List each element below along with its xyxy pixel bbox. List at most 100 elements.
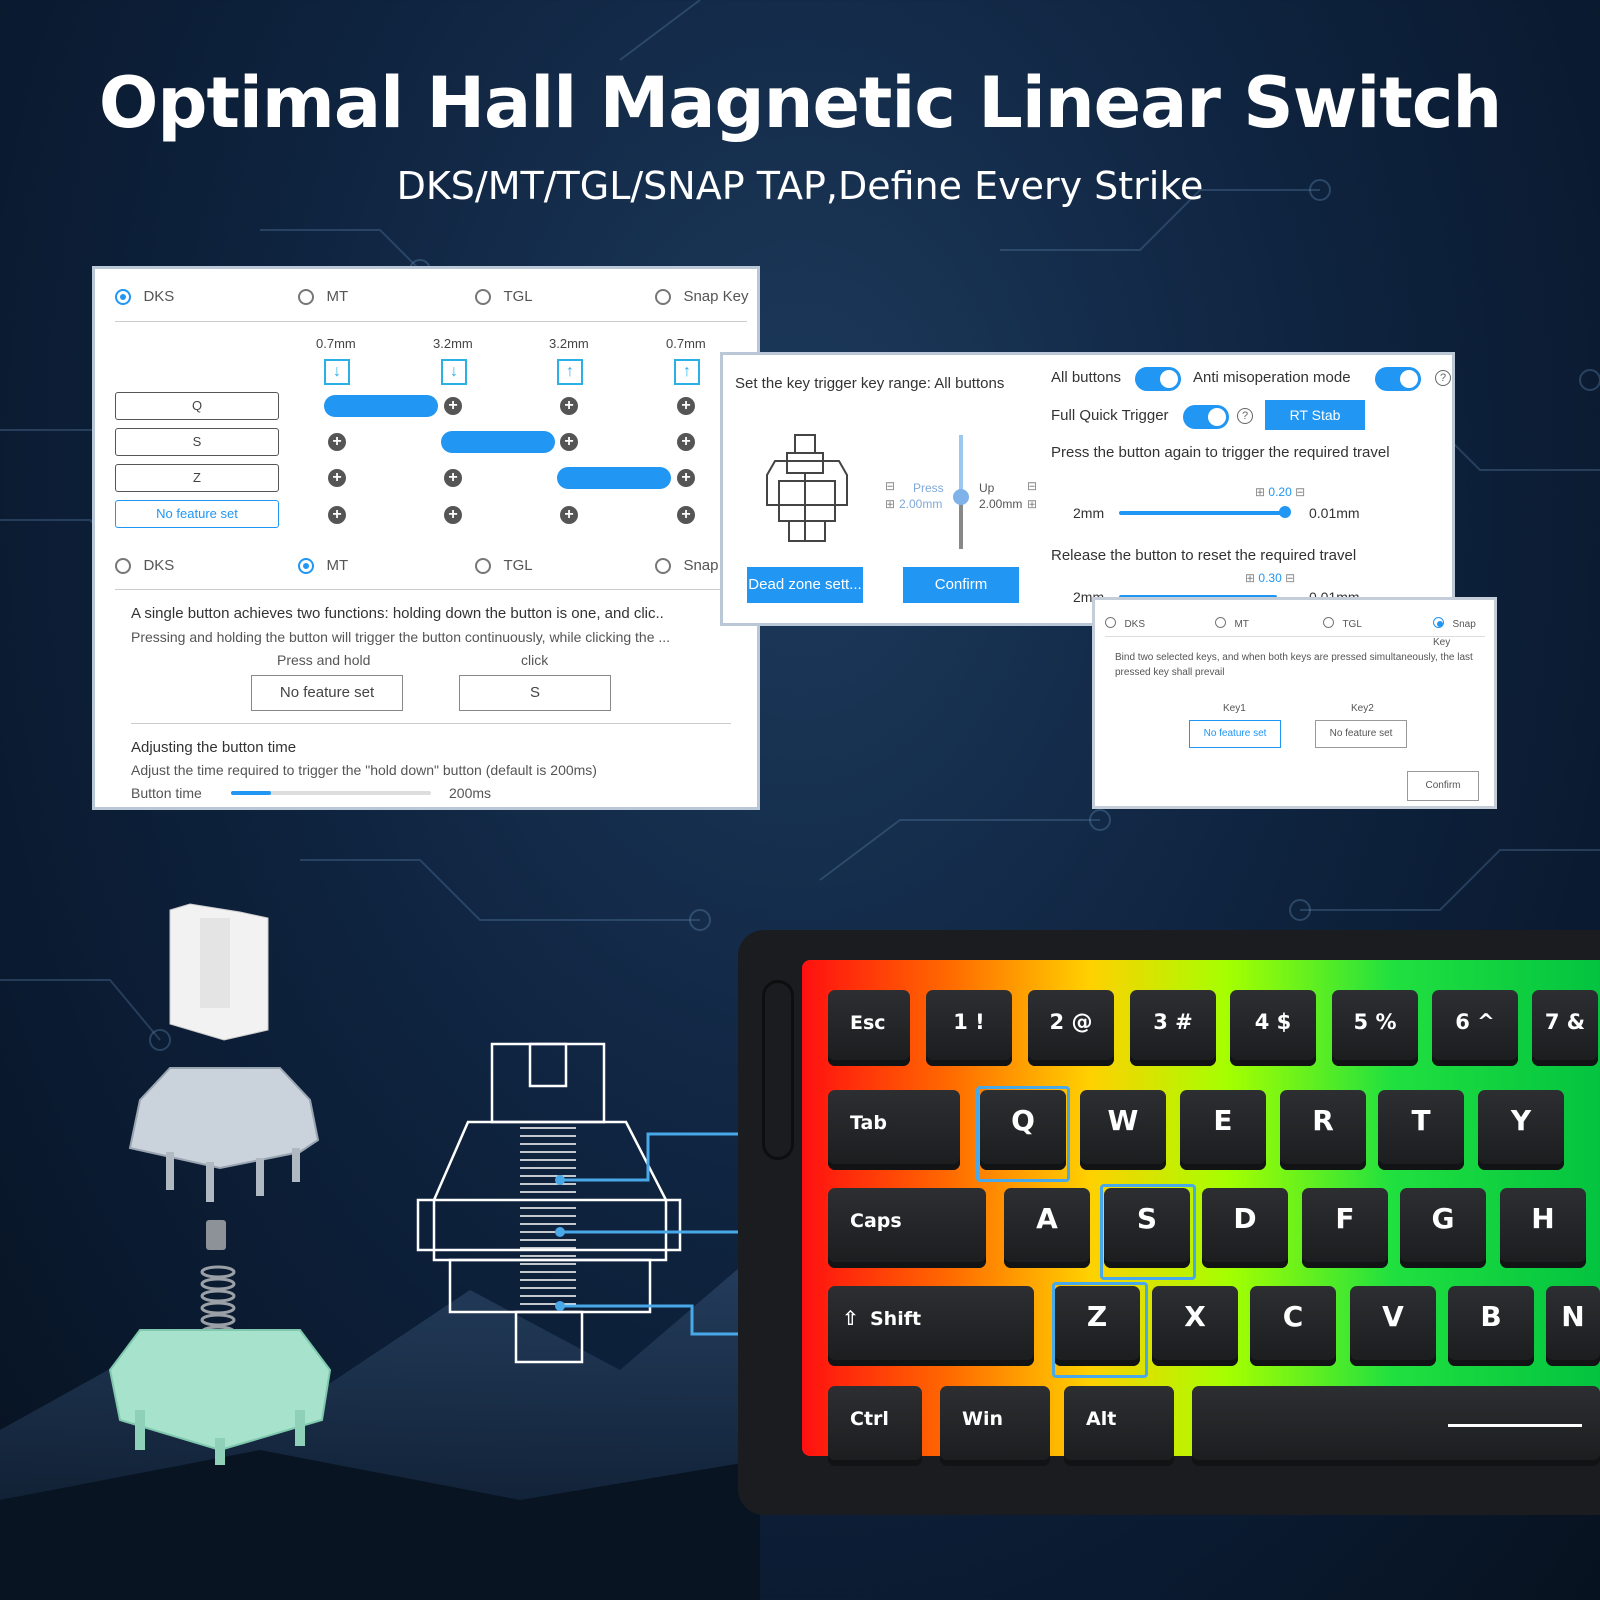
mode-radio-mt[interactable]: MT: [298, 288, 348, 306]
dead-zone-button[interactable]: Dead zone sett...: [747, 567, 863, 603]
release-text: Release the button to reset the required…: [1051, 547, 1357, 564]
key-c[interactable]: C: [1250, 1286, 1336, 1366]
key-tab[interactable]: Tab: [828, 1090, 960, 1170]
plus-icon[interactable]: +: [677, 397, 695, 415]
plus-icon[interactable]: +: [328, 506, 346, 524]
plus-icon[interactable]: +: [560, 433, 578, 451]
press-hold-key-field[interactable]: No feature set: [251, 675, 403, 711]
key-a[interactable]: A: [1004, 1188, 1090, 1268]
anti-misoperation-toggle[interactable]: [1375, 367, 1421, 391]
travel-slider-handle[interactable]: [953, 489, 969, 505]
plus-icon[interactable]: +: [444, 397, 462, 415]
key-w[interactable]: W: [1080, 1090, 1166, 1170]
mode-radio-snap[interactable]: Snap: [655, 557, 719, 575]
dks-key-z[interactable]: Z: [115, 464, 279, 492]
radio-off-icon: [655, 288, 671, 305]
key-s[interactable]: S: [1104, 1188, 1190, 1268]
key-h[interactable]: H: [1500, 1188, 1586, 1268]
key-4[interactable]: 4 $: [1230, 990, 1316, 1066]
mode-radio-mt[interactable]: MT: [298, 557, 348, 575]
dks-range-bar[interactable]: [324, 395, 438, 417]
key-z[interactable]: Z: [1054, 1286, 1140, 1366]
confirm-button[interactable]: Confirm: [1407, 771, 1479, 801]
help-icon[interactable]: ?: [1237, 408, 1253, 424]
dks-range-bar[interactable]: [441, 431, 555, 453]
mode-radio-dks[interactable]: DKS: [115, 288, 174, 306]
key-d[interactable]: D: [1202, 1188, 1288, 1268]
key-y[interactable]: Y: [1478, 1090, 1564, 1170]
click-key-field[interactable]: S: [459, 675, 611, 711]
mode-radio-mt[interactable]: MT: [1215, 614, 1249, 632]
plus-icon[interactable]: +: [328, 433, 346, 451]
key1-field[interactable]: No feature set: [1189, 720, 1281, 748]
key-3[interactable]: 3 #: [1130, 990, 1216, 1066]
button-time-slider[interactable]: [231, 791, 431, 795]
dks-key-empty[interactable]: No feature set: [115, 500, 279, 528]
key-t[interactable]: T: [1378, 1090, 1464, 1170]
key-6[interactable]: 6 ^: [1432, 990, 1518, 1066]
key-esc[interactable]: Esc: [828, 990, 910, 1066]
plus-icon[interactable]: +: [328, 469, 346, 487]
key1-label: Key1: [1223, 703, 1246, 714]
slider-min-label: 2mm: [1073, 505, 1105, 521]
key-x[interactable]: X: [1152, 1286, 1238, 1366]
key-v[interactable]: V: [1350, 1286, 1436, 1366]
key-b[interactable]: B: [1448, 1286, 1534, 1366]
plus-icon[interactable]: +: [444, 469, 462, 487]
key-1[interactable]: 1 !: [926, 990, 1012, 1066]
highlight-key-s: [1100, 1184, 1196, 1280]
key-f[interactable]: F: [1302, 1188, 1388, 1268]
key-5[interactable]: 5 %: [1332, 990, 1418, 1066]
key-e[interactable]: E: [1180, 1090, 1266, 1170]
help-icon[interactable]: ?: [1435, 370, 1451, 386]
key-shift[interactable]: Shift⇧: [828, 1286, 1034, 1366]
rt-stab-button[interactable]: RT Stab: [1265, 400, 1365, 430]
mode-radio-tgl[interactable]: TGL: [475, 557, 533, 575]
full-quick-trigger-toggle[interactable]: [1183, 405, 1229, 429]
minus-icon[interactable]: ⊟: [885, 479, 896, 493]
up-value: 2.00mm: [979, 497, 1023, 511]
dks-key-q[interactable]: Q: [115, 392, 279, 420]
slider-handle[interactable]: [1279, 506, 1291, 518]
dks-key-s[interactable]: S: [115, 428, 279, 456]
minus-icon[interactable]: ⊟: [1295, 485, 1306, 499]
plus-icon[interactable]: +: [677, 433, 695, 451]
mode-radio-dks[interactable]: DKS: [115, 557, 174, 575]
key-caps[interactable]: Caps: [828, 1188, 986, 1268]
plus-icon[interactable]: ⊞: [1027, 497, 1038, 511]
mode-radio-snap-key[interactable]: Snap Key: [1433, 617, 1476, 648]
plus-icon[interactable]: ⊞: [1255, 485, 1266, 499]
plus-icon[interactable]: +: [677, 506, 695, 524]
slider-fill: [231, 791, 271, 795]
confirm-button[interactable]: Confirm: [903, 567, 1019, 603]
plus-icon[interactable]: +: [444, 506, 462, 524]
key-q[interactable]: Q: [980, 1090, 1066, 1170]
depth-label: 0.7mm: [666, 336, 706, 351]
key-7[interactable]: 7 &: [1532, 990, 1598, 1066]
plus-icon[interactable]: ⊞: [885, 497, 896, 511]
key-n[interactable]: N: [1546, 1286, 1600, 1366]
mode-radio-dks[interactable]: DKS: [1105, 614, 1145, 632]
mode-radio-tgl[interactable]: TGL: [1323, 614, 1362, 632]
minus-icon[interactable]: ⊟: [1027, 479, 1038, 493]
key-2[interactable]: 2 @: [1028, 990, 1114, 1066]
key-g[interactable]: G: [1400, 1188, 1486, 1268]
mode-radio-tgl[interactable]: TGL: [475, 288, 533, 306]
plus-icon[interactable]: ⊞: [1245, 571, 1256, 585]
divider: [115, 589, 747, 590]
key-win[interactable]: Win: [940, 1386, 1050, 1466]
key2-field[interactable]: No feature set: [1315, 720, 1407, 748]
all-buttons-toggle[interactable]: [1135, 367, 1181, 391]
plus-icon[interactable]: +: [677, 469, 695, 487]
slider-max-label: 0.01mm: [1309, 505, 1360, 521]
radio-off-icon: [475, 288, 491, 305]
minus-icon[interactable]: ⊟: [1285, 571, 1296, 585]
key-ctrl[interactable]: Ctrl: [828, 1386, 922, 1466]
key-r[interactable]: R: [1280, 1090, 1366, 1170]
dks-range-bar[interactable]: [557, 467, 671, 489]
plus-icon[interactable]: +: [560, 397, 578, 415]
plus-icon[interactable]: +: [560, 506, 578, 524]
key-alt[interactable]: Alt: [1064, 1386, 1174, 1466]
mode-radio-snap-key[interactable]: Snap Key: [655, 288, 749, 306]
press-again-slider[interactable]: [1119, 511, 1287, 515]
